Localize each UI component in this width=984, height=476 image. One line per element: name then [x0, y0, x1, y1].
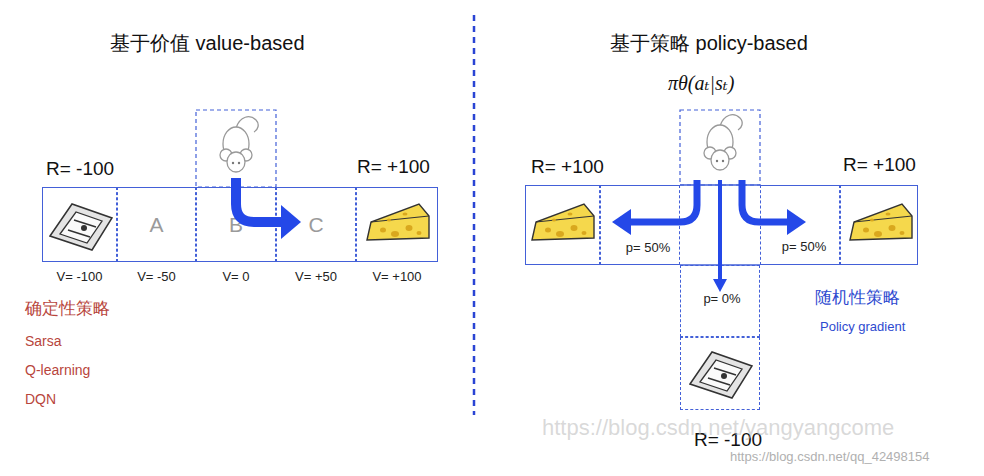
- cell-text: V= -50: [137, 270, 176, 284]
- grid-cell: BV= 0: [196, 187, 276, 262]
- grid-cell: R= +100V= +100: [356, 187, 438, 262]
- mouse-icon: [220, 117, 258, 172]
- mouse-icon: [704, 115, 742, 170]
- grid-cell: R= -100V= -100: [42, 187, 117, 262]
- text-label: DQN: [25, 392, 56, 407]
- grid-cell: p= 0%: [680, 265, 760, 337]
- grid-cell: p= 50%: [600, 185, 680, 265]
- cheese-icon: [367, 204, 429, 240]
- cell-text: B: [229, 213, 243, 236]
- text-label: πθ(aₜ|sₜ): [668, 72, 734, 94]
- text-label: 随机性策略: [815, 289, 900, 308]
- grid-cell: p= 50%: [760, 185, 840, 265]
- text-label: 确定性策略: [25, 300, 110, 319]
- cell-text: V= -100: [57, 270, 103, 284]
- cell-text: V= +100: [372, 270, 421, 284]
- cell-text: C: [308, 213, 323, 236]
- cheese-icon: [532, 204, 594, 240]
- policy-arrow: [236, 178, 284, 222]
- trap-icon: [690, 352, 752, 398]
- grid-cell: CV= +50: [276, 187, 356, 262]
- arrow-head: [787, 209, 806, 235]
- arrow-head: [713, 279, 727, 292]
- text-label: 基于价值 value-based: [110, 32, 305, 54]
- text-label: 基于策略 policy-based: [610, 32, 808, 54]
- cell-text: p= 50%: [626, 241, 670, 255]
- policy-arrow: [742, 180, 790, 222]
- mouse-cell: [196, 110, 276, 187]
- cell-text: R= +100: [357, 157, 430, 178]
- text-label: Q-learning: [25, 363, 90, 378]
- cell-text: A: [149, 213, 163, 236]
- policy-arrow: [628, 180, 697, 222]
- grid-cell: R= +100: [840, 185, 918, 265]
- cell-text: V= +50: [295, 270, 337, 284]
- grid-cell: R= +100: [525, 185, 600, 265]
- text-label: Sarsa: [25, 334, 62, 349]
- grid-cell: AV= -50: [117, 187, 196, 262]
- mouse-cell: [680, 110, 760, 185]
- trap-icon: [50, 204, 112, 250]
- text-label: https://blog.csdn.net/yangyangcome: [542, 416, 894, 440]
- cell-text: p= 0%: [703, 292, 740, 306]
- divider-line: [473, 15, 476, 415]
- grid-cell: R= -100: [680, 337, 760, 410]
- center-cell-edge: [680, 184, 760, 186]
- cell-text: R= +100: [843, 155, 916, 176]
- cell-text: V= 0: [222, 270, 249, 284]
- text-label: https://blog.csdn.net/qq_42498154: [730, 450, 930, 464]
- text-label: Policy gradient: [820, 320, 905, 334]
- cell-text: R= +100: [531, 157, 604, 178]
- arrow-head: [612, 209, 631, 235]
- cell-text: p= 50%: [782, 240, 826, 254]
- cell-text: R= -100: [46, 159, 114, 180]
- cheese-icon: [850, 204, 912, 240]
- arrow-head: [281, 205, 301, 239]
- policy-arrow: [718, 180, 722, 281]
